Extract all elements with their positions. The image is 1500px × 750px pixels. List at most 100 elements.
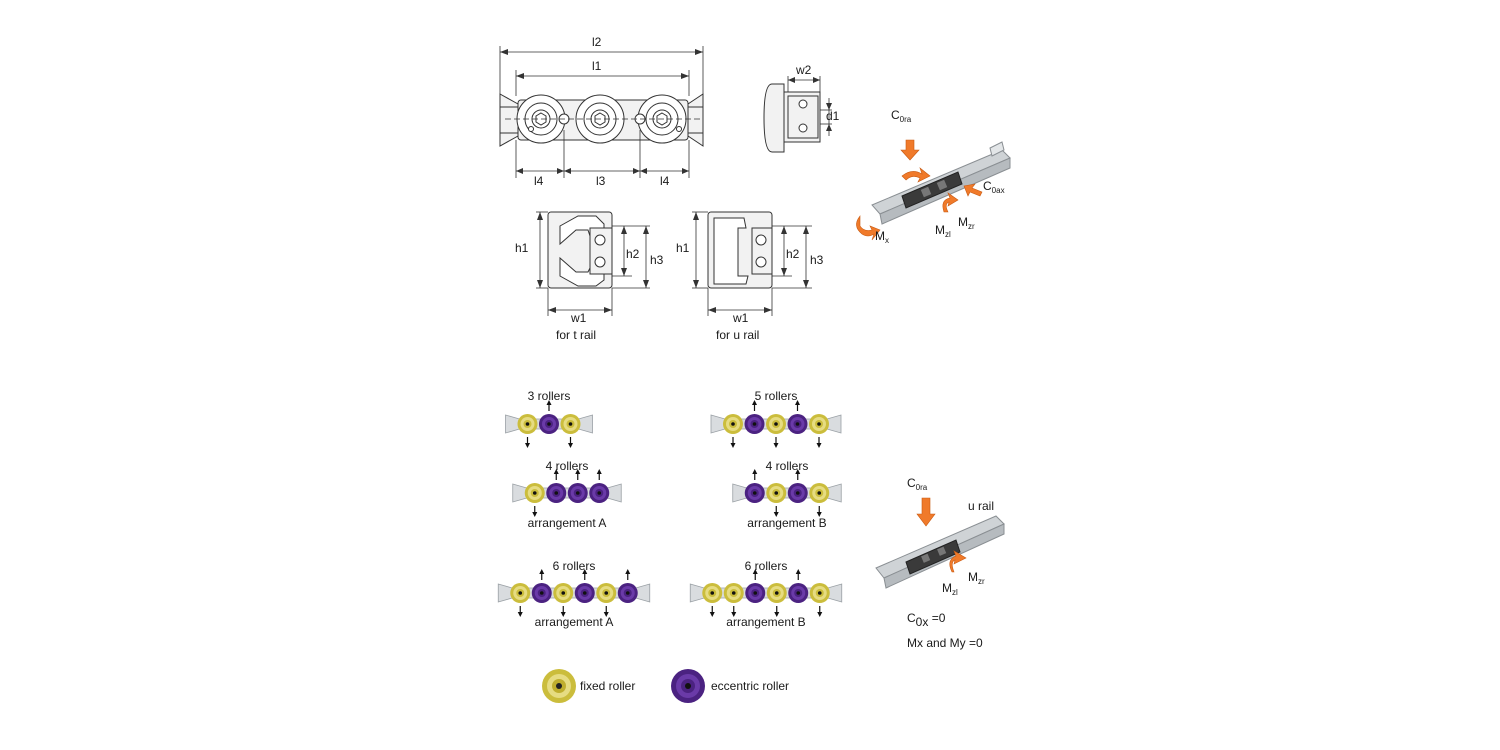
eccentric-roller bbox=[546, 483, 567, 503]
fixed-roller bbox=[809, 414, 829, 434]
label-mzl-bottom: Mzl bbox=[942, 581, 958, 597]
load-arrow-up bbox=[752, 400, 757, 411]
label-mx: Mx bbox=[875, 229, 889, 245]
label-mzr-bottom: Mzr bbox=[968, 570, 985, 586]
dim-h1-t: h1 bbox=[515, 241, 529, 255]
arrangement-title: 4 rollers bbox=[766, 459, 809, 473]
legend-fixed-label: fixed roller bbox=[580, 679, 635, 693]
arrangement-title: 3 rollers bbox=[528, 389, 571, 403]
dim-l1: l1 bbox=[592, 59, 602, 73]
eccentric-roller bbox=[589, 483, 610, 503]
eccentric-roller bbox=[574, 583, 595, 603]
dim-w2: w2 bbox=[795, 63, 812, 77]
load-arrow-up bbox=[553, 469, 559, 480]
load-arrow-up bbox=[625, 569, 631, 580]
arrangement-subtitle: arrangement B bbox=[747, 516, 826, 530]
note-c0x: C0x =0 bbox=[907, 611, 946, 629]
arrangement-title: 6 rollers bbox=[553, 559, 596, 573]
eccentric-roller bbox=[787, 483, 808, 503]
dim-d1: d1 bbox=[826, 109, 840, 123]
load-arrow-down bbox=[731, 606, 737, 617]
load-arrow-up bbox=[795, 569, 801, 580]
u-rail-section: h1 h2 h3 w1 for u rail bbox=[676, 211, 824, 342]
fixed-roller bbox=[553, 583, 574, 603]
carriage-end-view: w2 d1 bbox=[763, 63, 840, 153]
arrangement: 4 rollers arrangement A bbox=[512, 459, 622, 530]
load-arrow-down bbox=[816, 506, 822, 517]
load-arrow-down bbox=[817, 606, 823, 617]
label-u-rail: u rail bbox=[968, 499, 994, 513]
dim-l2: l2 bbox=[592, 35, 602, 49]
fixed-roller bbox=[723, 414, 743, 434]
caption-u-rail: for u rail bbox=[716, 328, 759, 342]
dim-l4-right: l4 bbox=[660, 174, 670, 188]
fixed-roller bbox=[702, 583, 723, 603]
load-arrow-down bbox=[603, 606, 609, 617]
legend: fixed roller eccentric roller bbox=[542, 669, 789, 703]
label-c0ra-bottom: C0ra bbox=[907, 476, 928, 492]
label-mzl-top: Mzl bbox=[935, 223, 951, 239]
fixed-roller bbox=[524, 483, 545, 503]
legend-eccentric-label: eccentric roller bbox=[711, 679, 789, 693]
eccentric-roller bbox=[744, 414, 765, 434]
note-mx-my: Mx and My =0 bbox=[907, 636, 983, 650]
fixed-roller bbox=[766, 583, 787, 603]
load-arrow-down bbox=[773, 437, 779, 448]
load-arrow-down bbox=[568, 437, 573, 448]
load-arrow-up bbox=[582, 569, 588, 580]
load-diagram-top: C0ra C0ax Mx Mzl Mzr bbox=[856, 108, 1011, 245]
load-arrow-down bbox=[525, 437, 530, 448]
label-c0ax: C0ax bbox=[983, 179, 1005, 195]
arrangement-subtitle: arrangement B bbox=[726, 615, 805, 629]
fixed-roller bbox=[766, 483, 787, 503]
legend-eccentric-roller-icon bbox=[671, 669, 705, 703]
label-c0ra-top: C0ra bbox=[891, 108, 912, 124]
eccentric-roller bbox=[787, 414, 808, 434]
arrangement-title: 5 rollers bbox=[755, 389, 798, 403]
fixed-roller bbox=[809, 583, 830, 603]
load-arrow-down bbox=[773, 506, 779, 517]
eccentric-roller bbox=[617, 583, 638, 603]
eccentric-roller bbox=[567, 483, 588, 503]
load-arrow-down bbox=[709, 606, 715, 617]
dim-h2-t: h2 bbox=[626, 247, 640, 261]
fixed-roller bbox=[766, 414, 786, 434]
arrangement: 5 rollers bbox=[710, 389, 842, 448]
load-diagram-bottom: C0ra u rail Mzl Mzr C0x =0 Mx and My =0 bbox=[875, 476, 1005, 650]
caption-t-rail: for t rail bbox=[556, 328, 596, 342]
legend-fixed-roller-icon bbox=[542, 669, 576, 703]
dim-l4-left: l4 bbox=[534, 174, 544, 188]
eccentric-roller bbox=[788, 583, 809, 603]
load-arrow-up bbox=[546, 400, 552, 411]
arrangement: 6 rollers arrangement B bbox=[689, 559, 843, 629]
arrangement: 4 rollers arrangement B bbox=[732, 459, 842, 530]
arrangement-subtitle: arrangement A bbox=[528, 516, 607, 530]
fixed-roller bbox=[517, 414, 538, 434]
load-arrow-down bbox=[816, 437, 822, 448]
load-arrow-up bbox=[596, 469, 602, 480]
eccentric-roller bbox=[531, 583, 552, 603]
dim-h2-u: h2 bbox=[786, 247, 800, 261]
load-arrow-up bbox=[752, 469, 758, 480]
eccentric-roller bbox=[745, 583, 766, 603]
fixed-roller bbox=[510, 583, 531, 603]
label-mzr-top: Mzr bbox=[958, 215, 975, 231]
dim-w1-t: w1 bbox=[570, 311, 587, 325]
arrangement: 3 rollers bbox=[505, 389, 593, 448]
fixed-roller bbox=[596, 583, 617, 603]
load-arrow-down bbox=[532, 506, 538, 517]
arrangement-title: 4 rollers bbox=[546, 459, 589, 473]
arrangement-title: 6 rollers bbox=[745, 559, 788, 573]
carriage-side-view: l2 l1 bbox=[499, 35, 704, 188]
dim-h1-u: h1 bbox=[676, 241, 690, 255]
dim-w1-u: w1 bbox=[732, 311, 749, 325]
fixed-roller bbox=[723, 583, 744, 603]
fixed-roller bbox=[809, 483, 830, 503]
load-arrow-up bbox=[539, 569, 545, 580]
eccentric-roller bbox=[539, 414, 559, 434]
t-rail-section: h1 h2 h3 w1 for t rail bbox=[515, 211, 664, 342]
dim-h3-t: h3 bbox=[650, 253, 664, 267]
load-arrow-down bbox=[560, 606, 566, 617]
